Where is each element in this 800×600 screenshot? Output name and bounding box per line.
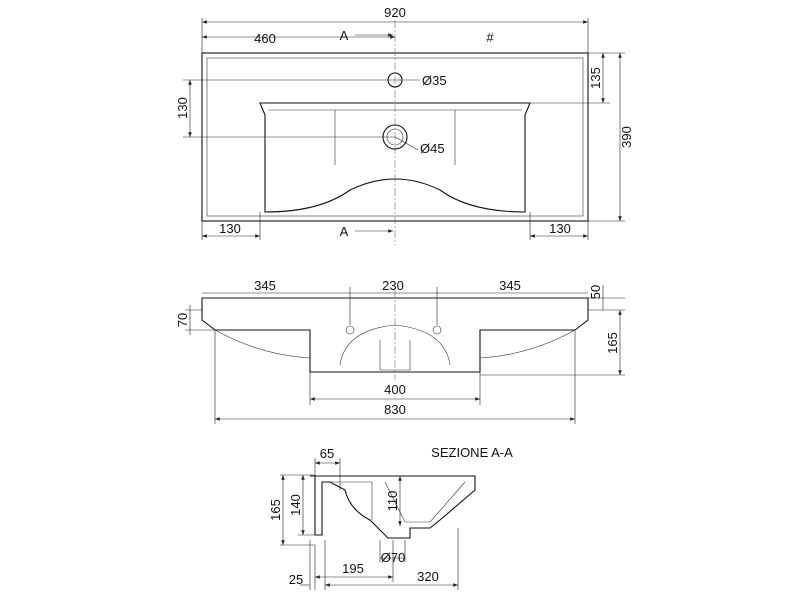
dim-830: 830 — [384, 402, 406, 417]
dim-130-left: 130 — [219, 221, 241, 236]
dim-165-section: 165 — [268, 499, 283, 521]
basin-bowl-top — [259, 102, 531, 213]
front-view: 345 230 345 50 165 70 400 830 — [175, 278, 625, 424]
dim-345-left: 345 — [254, 278, 276, 293]
section-marker-top: A — [340, 28, 349, 43]
section-title: SEZIONE A-A — [431, 445, 513, 460]
dim-165-front: 165 — [605, 332, 620, 354]
dim-400: 400 — [384, 382, 406, 397]
hash-mark: # — [486, 30, 494, 45]
dim-920: 920 — [384, 5, 406, 20]
dim-130-vertical: 130 — [175, 97, 190, 119]
dim-140: 140 — [288, 494, 303, 516]
dim-195: 195 — [342, 561, 364, 576]
dim-230: 230 — [382, 278, 404, 293]
dim-320: 320 — [417, 569, 439, 584]
dim-390: 390 — [619, 126, 634, 148]
top-view: 920 460 A # Ø35 Ø45 130 135 390 130 130 … — [175, 5, 634, 245]
section-marker-bottom: A — [340, 224, 349, 239]
section-profile — [310, 475, 476, 539]
dim-50: 50 — [588, 285, 603, 299]
dim-70: 70 — [175, 313, 190, 327]
dim-drain-hole: Ø45 — [420, 141, 445, 156]
dim-65: 65 — [320, 446, 334, 461]
section-view: SEZIONE A-A 165 140 65 110 Ø70 195 25 32… — [268, 445, 513, 590]
dim-460: 460 — [254, 31, 276, 46]
dim-130-right: 130 — [549, 221, 571, 236]
dim-135: 135 — [588, 67, 603, 89]
dim-tap-hole: Ø35 — [422, 73, 447, 88]
dim-25: 25 — [289, 572, 303, 587]
dim-110: 110 — [385, 491, 400, 512]
dim-345-right: 345 — [499, 278, 521, 293]
